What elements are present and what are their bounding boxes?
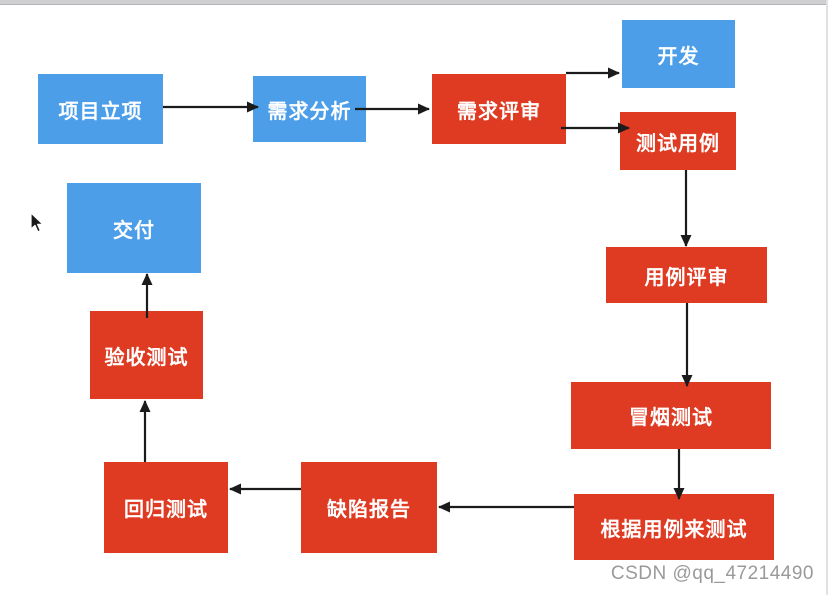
flow-node-label: 交付: [113, 219, 155, 242]
flow-node-development: 开发: [622, 20, 735, 88]
mouse-cursor-icon: [30, 212, 44, 233]
flow-node-delivery: 交付: [67, 183, 201, 273]
flow-node-acceptance-test: 验收测试: [90, 311, 203, 399]
flow-node-label: 开发: [657, 45, 700, 68]
flow-node-requirement-review: 需求评审: [432, 74, 566, 144]
flow-node-defect-report: 缺陷报告: [301, 462, 437, 553]
window-top-strip: [0, 0, 828, 5]
flow-node-label: 需求分析: [267, 100, 352, 123]
flow-node-label: 测试用例: [636, 132, 720, 155]
flow-node-case-review: 用例评审: [606, 247, 767, 303]
flow-node-label: 需求评审: [457, 100, 541, 123]
flow-node-label: 项目立项: [58, 100, 143, 123]
flow-node-label: 冒烟测试: [629, 407, 713, 429]
flow-node-requirement-analysis: 需求分析: [253, 76, 366, 142]
flow-node-project-initiation: 项目立项: [38, 74, 163, 144]
flow-node-label: 回归测试: [124, 499, 208, 521]
window-right-edge: [826, 0, 828, 595]
flow-node-label: 根据用例来测试: [600, 518, 748, 541]
flow-node-regression-test: 回归测试: [104, 462, 228, 553]
watermark: CSDN @qq_47214490: [610, 563, 814, 584]
flow-node-label: 用例评审: [644, 266, 729, 289]
flow-node-test-by-case: 根据用例来测试: [574, 494, 774, 560]
flow-node-smoke-test: 冒烟测试: [571, 382, 771, 449]
flow-node-test-case: 测试用例: [620, 112, 736, 170]
flow-node-label: 验收测试: [104, 346, 189, 369]
flow-node-label: 缺陷报告: [327, 499, 411, 521]
